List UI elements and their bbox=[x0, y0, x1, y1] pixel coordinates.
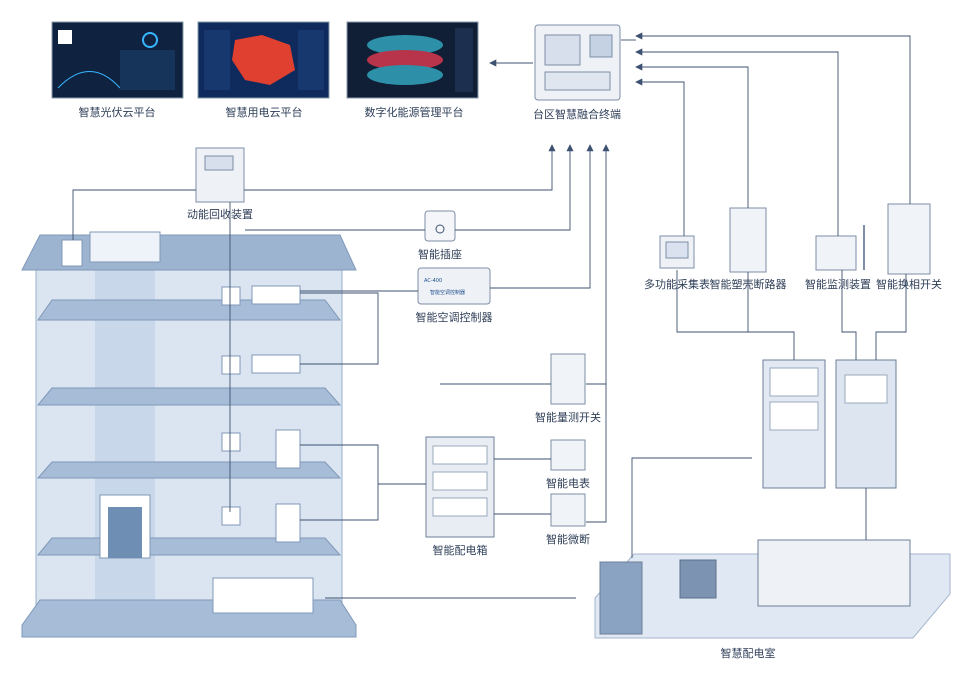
fusion-terminal[interactable] bbox=[534, 24, 621, 101]
platform-screen-pv[interactable] bbox=[51, 21, 184, 99]
platform-pv-label: 智慧光伏云平台 bbox=[78, 106, 156, 119]
platform-screen-power[interactable] bbox=[197, 21, 330, 99]
smart-breaker[interactable] bbox=[550, 493, 586, 527]
terminal-label: 台区智慧融合终端 bbox=[533, 108, 621, 121]
cabinet-left[interactable] bbox=[762, 359, 826, 489]
measure-switch-label: 智能量测开关 bbox=[535, 411, 601, 424]
smart-meter-label: 智能电表 bbox=[546, 477, 590, 490]
platform-power-label: 智慧用电云平台 bbox=[225, 106, 303, 119]
smart-socket-label: 智能插座 bbox=[418, 248, 462, 261]
ac-controller[interactable]: AC-400 智能空调控制器 bbox=[417, 267, 491, 305]
power-room[interactable] bbox=[594, 539, 951, 639]
mccb-breaker[interactable] bbox=[729, 207, 767, 273]
building bbox=[21, 231, 357, 638]
ac-controller-label: 智能空调控制器 bbox=[415, 311, 493, 324]
smart-socket[interactable] bbox=[424, 210, 456, 242]
svg-text:AC-400: AC-400 bbox=[424, 278, 442, 284]
monitoring-device[interactable] bbox=[815, 225, 865, 271]
smart-breaker-label: 智能微断 bbox=[546, 533, 590, 546]
multi-meter-label: 多功能采集表 bbox=[644, 278, 710, 291]
monitor-label: 智能监测装置 bbox=[805, 278, 871, 291]
energy-recovery-device[interactable] bbox=[195, 147, 245, 203]
svg-text:智能空调控制器: 智能空调控制器 bbox=[430, 289, 465, 296]
phase-switch-label: 智能换相开关 bbox=[876, 278, 942, 291]
platform-energy-label: 数字化能源管理平台 bbox=[364, 106, 464, 119]
measure-switch[interactable] bbox=[550, 353, 586, 405]
distribution-box-label: 智能配电箱 bbox=[432, 544, 488, 557]
multi-function-meter[interactable] bbox=[659, 235, 695, 269]
cabinet-right[interactable] bbox=[835, 359, 897, 489]
mccb-label: 智能塑壳断路器 bbox=[709, 278, 787, 291]
connection-lines bbox=[72, 32, 911, 599]
smart-meter[interactable] bbox=[550, 439, 586, 471]
power-room-label: 智慧配电室 bbox=[720, 647, 776, 660]
distribution-box[interactable] bbox=[425, 436, 495, 538]
energy-recovery-label: 动能回收装置 bbox=[187, 208, 253, 221]
platform-screen-energy[interactable] bbox=[346, 21, 479, 99]
phase-switch[interactable] bbox=[887, 203, 931, 275]
